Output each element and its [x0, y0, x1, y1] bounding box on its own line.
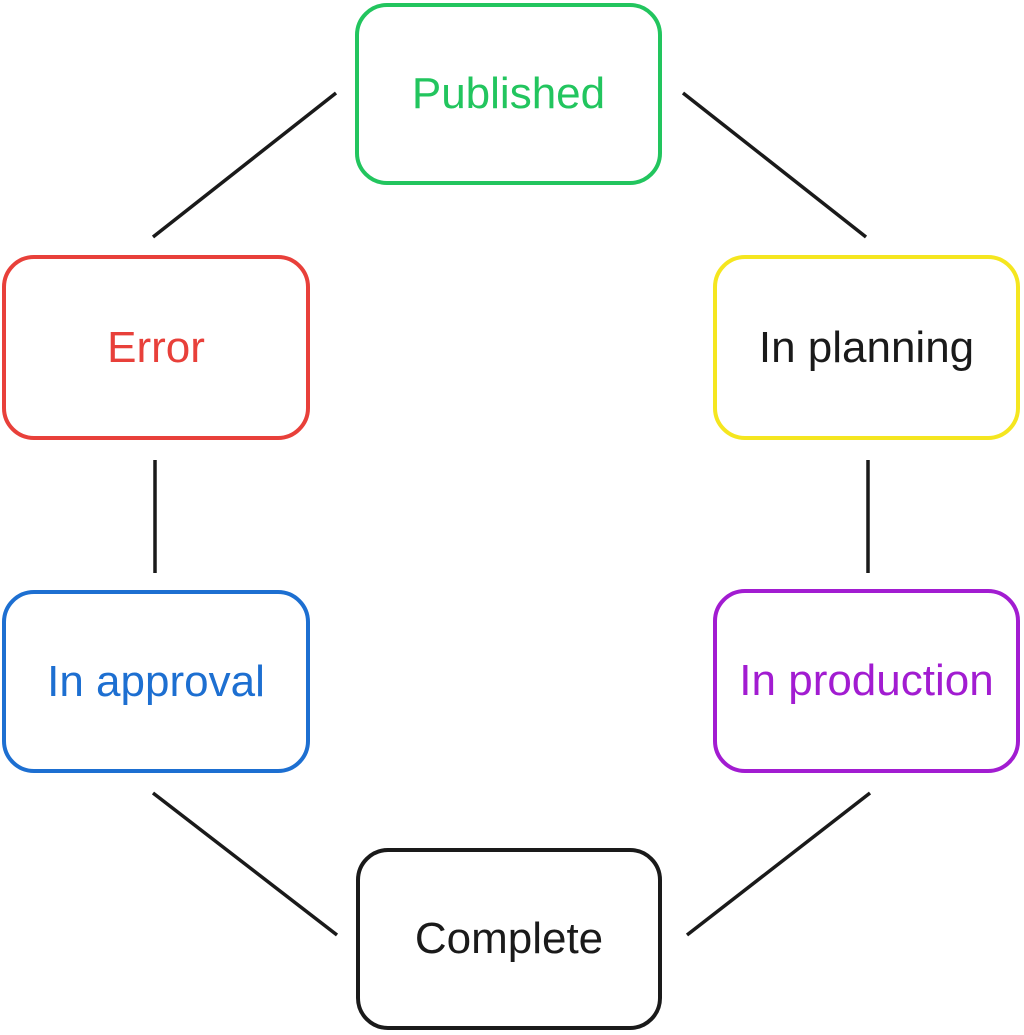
node-in-production: In production	[713, 589, 1020, 773]
node-published-label: Published	[411, 69, 606, 118]
node-error-label: Error	[107, 322, 205, 372]
edge-complete-to-in-production	[685, 791, 872, 937]
node-complete: Complete	[356, 848, 662, 1030]
node-complete-label: Complete	[414, 914, 604, 963]
edge-error-to-published	[151, 91, 338, 239]
node-in-approval: In approval	[2, 590, 310, 773]
node-error: Error	[2, 255, 310, 440]
edge-in-approval-to-complete	[151, 791, 339, 937]
node-published: Published	[355, 3, 662, 185]
node-in-planning-label: In planning	[758, 322, 975, 372]
node-in-production-label: In production	[739, 656, 994, 705]
edge-published-to-in-planning	[681, 91, 868, 239]
node-in-approval-label: In approval	[47, 656, 265, 706]
node-in-planning: In planning	[713, 255, 1020, 440]
